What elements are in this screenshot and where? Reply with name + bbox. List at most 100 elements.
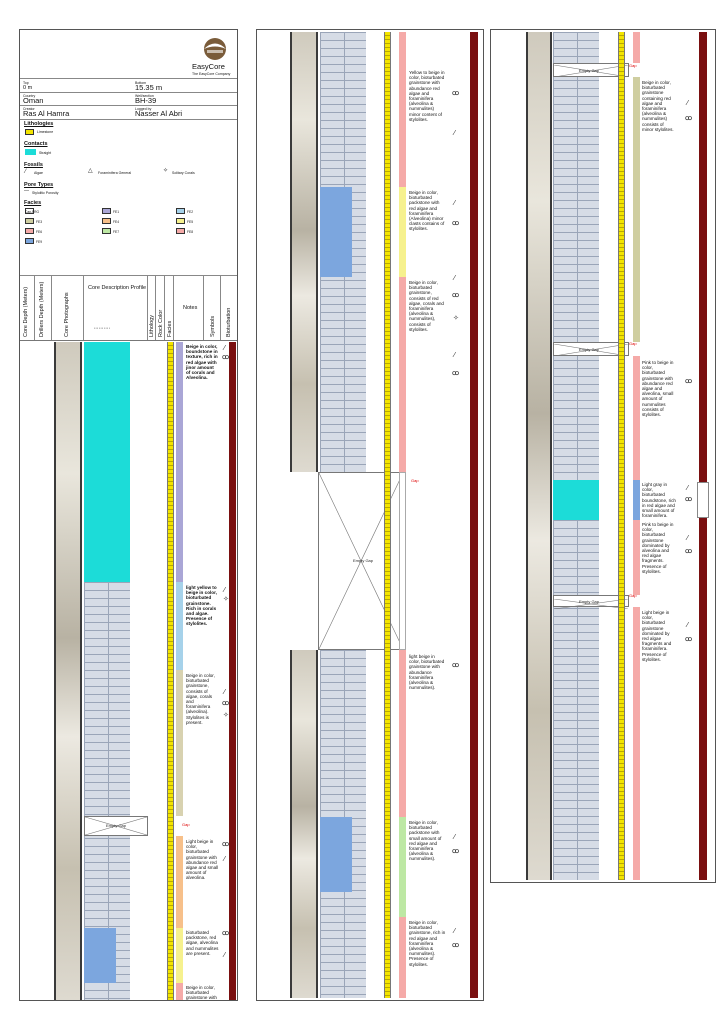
legend-contacts-title: Contacts [24,141,48,147]
col-bioturbation: Bioturbation [226,307,232,337]
field-label-bottom: Bottom [135,81,147,85]
legend-coral: Solitary Corals [172,171,195,175]
facies-label-fe5: FE5 [187,220,194,224]
facies-swatch-fe2 [176,208,185,214]
note-1: Yellow to beige in color, bioturbated gr… [409,70,445,122]
facies-swatch-fe7 [102,228,111,234]
limestone-swatch [25,129,34,135]
foraminifera-icon: ꝏ [685,636,693,643]
note-3: Beige in color, bioturbated grainstone, … [409,280,444,332]
note-4: light beige in color, bioturbated grains… [409,654,445,691]
note-5: Beige in color, bioturbated packstone wi… [409,820,442,862]
field-label-logged: Logged by [135,107,152,111]
col-facies: Facies [167,320,173,337]
field-value-logged: Nasser Al Abri [135,109,183,118]
brand-name: EasyCore [192,62,225,71]
algae-icon: ⁄ [224,856,226,863]
note-6: Beige in color, bioturbated grainstone w… [186,985,217,1001]
legend-lithologies-title: Lithologies [24,121,54,127]
note-3: Light gray in color, bioturbated boundst… [642,482,676,519]
legend-pores-title: Pore Types [24,182,54,188]
legend-limestone: Limestone [37,130,54,134]
note-2: light yellow to beige in color, bioturba… [186,585,217,627]
facies-swatch-fe8 [176,228,185,234]
algae-icon: ⁄ [25,169,27,175]
easycore-logo [198,36,232,70]
note-5: Light beige in color, bioturbated grains… [642,610,672,662]
gap-label: Empty Gap [106,823,127,828]
field-value-bottom: 15.35 m [135,83,163,92]
field-value-country: Oman [23,96,44,105]
note-3: Beige in color, bioturbated grainstone, … [186,673,215,725]
algae-icon: ⁄ [224,345,226,352]
algae-icon: ⁄ [224,587,226,594]
log-header: EasyCore The EasyCore Company Top 0 m Bo… [20,30,237,341]
facies-swatch-fe4 [102,218,111,224]
algae-icon: ⁄ [454,834,456,841]
facies-swatch-fe5 [176,218,185,224]
bioturbation-column [470,32,478,998]
lithology-column [384,32,391,998]
facies-label-cap: Cap-FRG [25,210,40,214]
gap-tag: Gap [629,341,637,346]
foraminifera-icon: ꝏ [452,370,460,377]
algae-icon: ⁄ [687,622,689,629]
facies-swatch-fe3 [25,218,34,224]
note-2: Beige in color, bioturbated packstone wi… [409,190,445,232]
foraminifera-icon: ꝏ [685,115,693,122]
algae-icon: ⁄ [454,200,456,207]
algae-icon: ⁄ [687,100,689,107]
algae-icon: ⁄ [454,130,456,137]
coral-icon: ✧ [223,596,229,603]
gap-interval [553,342,629,357]
legend-straight: Straight [39,151,52,155]
facies-swatch-fe1 [102,208,111,214]
coral-icon: ✧ [163,168,169,174]
col-symbols: Symbols [210,315,216,337]
col-drillers-depth: Drillers Depth (Meters) [39,281,45,337]
field-label-well: Well/section [135,94,154,98]
gap-interval [553,595,629,610]
note-1: Beige in color, bioturbated grainstone c… [642,80,674,132]
algae-icon: ⁄ [224,952,226,959]
foraminifera-icon: ꝏ [222,841,230,848]
algae-icon: ⁄ [224,689,226,696]
note-2: Pink to beige in color, bioturbated grai… [642,360,674,418]
contact-blue [320,187,352,277]
bioturbation-column [229,342,236,1000]
core-photo-column [526,32,552,880]
gap-interval [553,63,629,78]
contact-blue [320,817,352,892]
contact-cyan [553,480,599,520]
legend-facies-title: Facies [24,200,42,206]
facies-swatch-fe9 [25,238,34,244]
field-value-top: 0 m [23,85,33,91]
gap-tag: Gap [411,478,419,483]
log-sheet-3: Empty Gap Gap Empty Gap Gap Empty Gap Ga… [490,29,716,883]
algae-icon: ⁄ [454,275,456,282]
field-label-creator: Creator [23,107,35,111]
gap-label: Empty Gap [579,599,600,604]
foraminifera-icon: ꝏ [452,662,460,669]
contact-blue [84,928,116,983]
col-description-profile: Core Description Profile [88,285,147,291]
profile-scale: ı ı ı ı ı ı ı ı ı ı [94,326,110,330]
facies-label-fe2: FE2 [187,210,194,214]
col-rock-color: Rock Color [158,309,164,337]
note-4: Light beige in color, bioturbated grains… [186,839,219,881]
facies-label-fe8: FE8 [187,230,194,234]
note-5: bioturbated packstone, red algae, alveol… [186,930,219,956]
col-notes: Notes [183,305,198,311]
foraminifera-icon: ꝏ [452,292,460,299]
foraminifera-icon: ꝏ [222,354,230,361]
legend-stylolitic: Stylolitic Porosity [32,191,59,195]
note-6: Beige in color, bioturbated grainstone, … [409,920,446,967]
algae-icon: ⁄ [454,352,456,359]
foraminifera-icon: ꝏ [452,90,460,97]
field-label-country: Country [23,94,36,98]
algae-icon: ⁄ [224,1000,225,1001]
coral-icon: ✧ [223,712,229,719]
foraminifera-icon: ꝏ [685,496,693,503]
facies-label-fe9: FE9 [36,240,43,244]
gap-interval [84,816,148,836]
